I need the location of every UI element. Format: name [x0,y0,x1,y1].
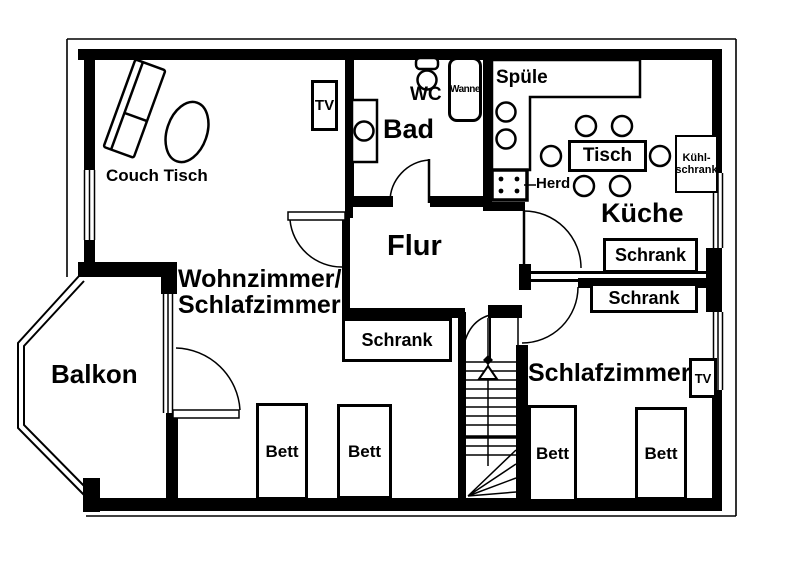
bed-label: Bett [347,441,382,461]
couch-table-icon [164,100,210,164]
kitchen-table: Tisch [568,140,647,172]
closet-bedroom: Schrank [590,283,698,313]
closet-hall: Schrank [342,318,452,362]
fridge: Kühl- schrank [675,135,718,193]
table-label: Tisch [582,145,633,166]
bed-label: Bett [535,443,570,463]
room-label-living: Wohnzimmer/ Schlafzimmer [178,266,341,319]
closet-kitchen: Schrank [603,238,698,273]
stair-direction-dot [483,355,493,365]
partition-wall [530,271,708,282]
closet-label: Schrank [608,287,680,308]
couch-icon [102,58,167,159]
closet-label: Schrank [614,245,687,265]
room-label-balcony: Balkon [51,359,138,389]
tv-label: TV [694,370,712,386]
living-label-line2: Schlafzimmer [178,291,341,320]
room-label-kitchen: Küche [601,198,684,228]
fridge-label-line1: Kühl- [682,152,711,164]
bed-2: Bett [337,404,392,499]
stove-icon [490,168,536,202]
fridge-label-line2: schrank [675,164,718,176]
sink-label: Spüle [496,67,548,88]
dining-chairs [539,114,672,198]
toilet-icon [414,56,440,91]
stove-label: Herd [536,175,571,192]
living-label-line1: Wohnzimmer/ [178,265,342,293]
room-label-bath: Bad [383,114,435,144]
bed-1: Bett [256,403,308,500]
tv-bedroom: TV [689,358,717,398]
bathtub: Wanne [448,57,482,122]
closet-label: Schrank [361,329,433,350]
tv-label: TV [314,97,335,114]
outer-outline [66,38,737,517]
windows [83,170,724,413]
room-label-hall: Flur [387,230,442,262]
toilet-label: WC [410,84,442,105]
bathroom-sink-icon [350,98,379,164]
bed-4: Bett [635,407,687,500]
bathtub-label: Wanne [450,84,480,95]
doors [172,159,582,419]
bed-label: Bett [644,443,678,463]
bed-3: Bett [528,405,577,502]
kitchen-sink-basins [495,101,517,150]
stair-up-arrow-icon [477,364,499,380]
couch-table-label: Couch Tisch [106,166,208,185]
room-label-bedroom: Schlafzimmer [528,359,691,387]
staircase [459,318,521,497]
bed-label: Bett [265,441,299,461]
balcony-railing [17,275,91,499]
tv-living-room: TV [311,80,338,131]
